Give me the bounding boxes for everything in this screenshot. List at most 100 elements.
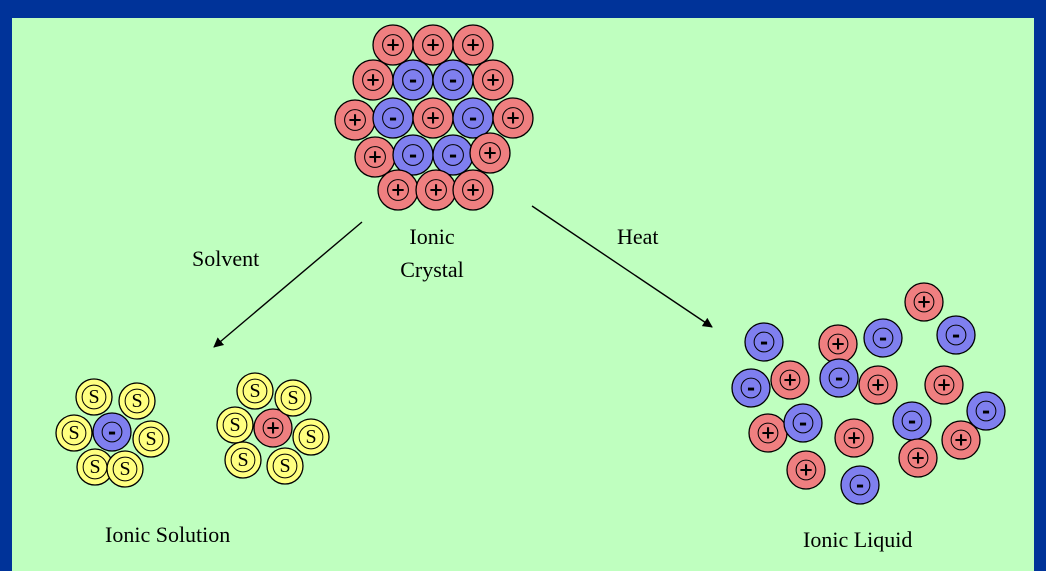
liquid-anion: - [819,358,859,398]
liquid-cation: + [748,413,788,453]
liquid-anion: - [936,315,976,355]
cation-symbol: + [910,448,925,469]
cation-symbol: + [347,110,362,131]
solvent-arrow [213,221,363,348]
solvent-molecule: S [106,450,144,488]
cation-symbol: + [798,460,813,481]
cation-symbol: + [846,428,861,449]
solvated-anion: - [92,412,132,452]
liquid-cation: + [904,282,944,322]
solvent-symbol: S [305,426,316,448]
cation-symbol: + [465,180,480,201]
anion-symbol: - [908,409,916,433]
cation-symbol: + [365,70,380,91]
anion-symbol: - [799,411,807,435]
crystal-cation: + [452,169,494,211]
liquid-anion: - [783,403,823,443]
crystal-anion: - [392,59,434,101]
solvent-molecule: S [76,448,114,486]
anion-symbol: - [835,366,843,390]
crystal-cation: + [415,169,457,211]
anion-symbol: - [108,420,116,444]
liquid-anion: - [892,401,932,441]
solvent-molecule: S [118,382,156,420]
cation-symbol: + [782,370,797,391]
solvent-symbol: S [249,380,260,402]
anion-symbol: - [449,68,457,92]
anion-symbol: - [409,143,417,167]
cation-symbol: + [953,430,968,451]
cation-symbol: + [760,423,775,444]
solvent-symbol: S [131,390,142,412]
ionic-liquid-label: Ionic Liquid [803,527,912,552]
cation-symbol: + [385,35,400,56]
liquid-cation: + [786,450,826,490]
heat-arrow-label: Heat [617,224,659,249]
cation-symbol: + [425,35,440,56]
crystal-cation: + [352,59,394,101]
liquid-anion: - [744,322,784,362]
anion-symbol: - [760,330,768,354]
anion-symbol: - [409,68,417,92]
crystal-anion: - [452,97,494,139]
solvent-molecule: S [75,378,113,416]
cation-symbol: + [482,143,497,164]
liquid-cation: + [858,365,898,405]
solvent-molecule: S [132,420,170,458]
cation-symbol: + [936,375,951,396]
liquid-cation: + [898,438,938,478]
crystal-anion: - [432,134,474,176]
crystal-anion: - [432,59,474,101]
crystal-cation: + [472,59,514,101]
solvent-symbol: S [88,386,99,408]
crystal-label-line2: Crystal [400,257,464,282]
crystal-cation: + [452,24,494,66]
anion-symbol: - [389,106,397,130]
cation-symbol: + [465,35,480,56]
solvent-molecule: S [216,406,254,444]
cation-symbol: + [390,180,405,201]
solvent-symbol: S [68,422,79,444]
heat-arrow [531,205,713,328]
liquid-cation: + [818,324,858,364]
anion-symbol: - [747,376,755,400]
crystal-cation: + [377,169,419,211]
cation-symbol: + [367,147,382,168]
anion-symbol: - [952,323,960,347]
cation-symbol: + [265,418,280,439]
liquid-cation: + [834,418,874,458]
liquid-cation: + [941,420,981,460]
solvent-molecule: S [236,372,274,410]
ionic-crystal: ++++--++-+-++--++++ [334,24,534,211]
crystal-cation: + [372,24,414,66]
crystal-anion: - [392,134,434,176]
liquid-cation: + [924,365,964,405]
anion-symbol: - [879,326,887,350]
anion-symbol: - [982,399,990,423]
liquid-cation: + [770,360,810,400]
crystal-cation: + [412,24,454,66]
solvent-molecule: S [274,379,312,417]
cation-symbol: + [428,180,443,201]
anion-symbol: - [449,143,457,167]
liquid-anion: - [731,368,771,408]
crystal-cation: + [354,136,396,178]
cation-symbol: + [830,334,845,355]
solvent-molecule: S [292,418,330,456]
solvent-molecule: S [55,414,93,452]
anion-symbol: - [469,106,477,130]
solvent-symbol: S [279,455,290,477]
crystal-cation: + [412,97,454,139]
crystal-cation: + [469,132,511,174]
solvent-symbol: S [237,449,248,471]
liquid-anion: - [966,391,1006,431]
solvent-symbol: S [145,428,156,450]
crystal-anion: - [372,97,414,139]
ionic-liquid: +-+---+-+++-+--+++- [731,282,1006,505]
cation-symbol: + [505,108,520,129]
solvent-symbol: S [229,414,240,436]
liquid-anion: - [840,465,880,505]
anion-symbol: - [856,473,864,497]
